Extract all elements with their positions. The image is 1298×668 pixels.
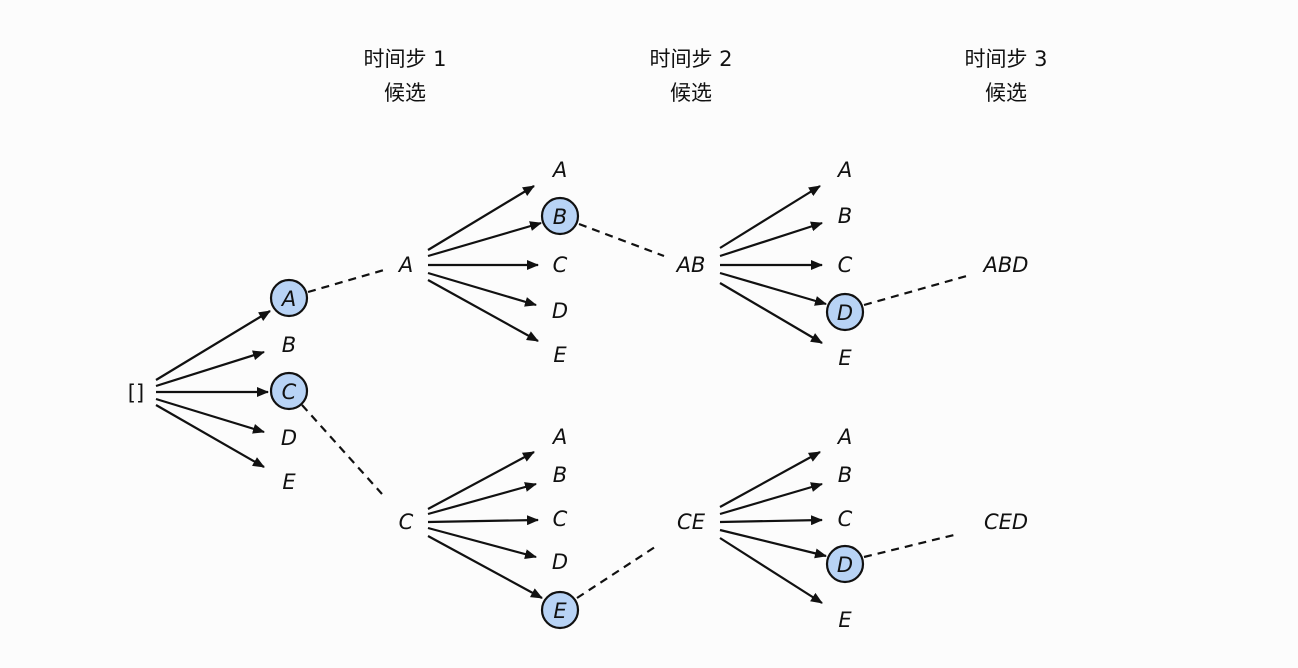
step-3-bottom-candidate-C: C bbox=[838, 507, 853, 531]
arrow-CE-to-D bbox=[719, 528, 827, 559]
arrow-root-to-D bbox=[155, 397, 265, 434]
step-2-prefix-A: A bbox=[397, 253, 413, 277]
step-3-top-candidate-E: E bbox=[838, 346, 852, 370]
step-2-bottom-candidate-D: D bbox=[552, 550, 568, 574]
step-3-prefix-AB: AB bbox=[675, 253, 706, 277]
arrow-C-to-E bbox=[427, 535, 543, 599]
arrow-root-to-E bbox=[155, 404, 265, 468]
arrow-C-to-B bbox=[427, 482, 537, 516]
step-1-candidate-A: A bbox=[280, 287, 296, 311]
step-2-bottom-candidate-A: A bbox=[551, 425, 567, 449]
arrow-CE-to-B bbox=[719, 482, 823, 516]
arrow-AB-to-E bbox=[719, 282, 823, 344]
arrow-C-to-A bbox=[427, 451, 535, 510]
header-step-2-line-1: 时间步 2 bbox=[649, 47, 732, 71]
step-3-top-candidate-A: A bbox=[836, 158, 852, 182]
step-3-bottom-arrows bbox=[719, 451, 827, 604]
arrow-A-to-B bbox=[427, 221, 542, 258]
arrow-C-to-C bbox=[427, 515, 539, 526]
step-2-top-candidate-C: C bbox=[553, 253, 568, 277]
step-3-bottom-candidate-B: B bbox=[838, 463, 852, 487]
arrow-A-to-A bbox=[427, 185, 535, 251]
header-step-3-line-2: 候选 bbox=[985, 81, 1027, 105]
arrow-CE-to-E bbox=[719, 537, 823, 604]
step-1-candidate-C: C bbox=[282, 380, 297, 404]
step-1-candidate-E: E bbox=[282, 470, 296, 494]
arrow-AB-to-A bbox=[719, 185, 821, 249]
step-1-selected-circle-A bbox=[269, 278, 309, 318]
arrow-CE-to-C bbox=[719, 515, 823, 526]
root-node-label: [] bbox=[128, 381, 144, 405]
step-2-bottom-arrows bbox=[427, 451, 543, 599]
step-2-top-arrows bbox=[427, 185, 542, 342]
step-3-selected-circle-bottom-D bbox=[825, 544, 865, 584]
step-2-bottom-candidate-B: B bbox=[553, 463, 567, 487]
step-2-bottom-candidate-E: E bbox=[553, 599, 567, 623]
step-3-top-candidate-C: C bbox=[838, 253, 853, 277]
dash-D-to-result-ABD bbox=[863, 273, 971, 307]
step-1-arrows bbox=[155, 310, 271, 468]
step-3-bottom-candidate-E: E bbox=[838, 608, 852, 632]
step-3-bottom-candidate-D: D bbox=[837, 553, 853, 577]
arrow-A-to-D bbox=[427, 271, 537, 307]
dash-E-to-prefix-CE bbox=[576, 544, 659, 599]
step-1-candidate-B: B bbox=[282, 333, 296, 357]
step-2-bottom-candidate-C: C bbox=[553, 507, 568, 531]
arrow-A-to-E bbox=[427, 279, 539, 342]
dash-C-to-prefix-C bbox=[301, 404, 383, 495]
dash-D-to-result-CED bbox=[863, 532, 959, 559]
step-2-top-candidate-A: A bbox=[551, 158, 567, 182]
step-1-selected-circle-C bbox=[269, 371, 309, 411]
step-2-selected-circle-B bbox=[540, 196, 580, 236]
dash-B-to-prefix-AB bbox=[578, 222, 665, 258]
arrow-CE-to-A bbox=[719, 451, 821, 508]
header-step-1-line-1: 时间步 1 bbox=[363, 47, 446, 71]
step-2-top-candidate-E: E bbox=[553, 343, 567, 367]
step-3-top-arrows bbox=[719, 185, 827, 344]
arrow-AB-to-D bbox=[719, 271, 827, 306]
step-3-selected-circle-top-D bbox=[825, 292, 865, 332]
step-2-top-candidate-D: D bbox=[552, 299, 568, 323]
header-step-2-line-2: 候选 bbox=[670, 81, 712, 105]
result-sequence-CED: CED bbox=[984, 510, 1028, 534]
arrow-AB-to-B bbox=[719, 221, 823, 258]
arrow-C-to-D bbox=[427, 526, 537, 559]
arrow-root-to-A bbox=[155, 310, 271, 381]
arrow-root-to-B bbox=[155, 350, 265, 388]
dash-A-to-prefix-A bbox=[307, 268, 385, 294]
step-3-top-candidate-D: D bbox=[837, 301, 853, 325]
step-3-bottom-candidate-A: A bbox=[836, 425, 852, 449]
step-3-prefix-CE: CE bbox=[677, 510, 706, 534]
result-sequence-ABD: ABD bbox=[982, 253, 1029, 277]
step-3-top-candidate-B: B bbox=[838, 204, 852, 228]
step-1-candidate-D: D bbox=[281, 426, 297, 450]
step-2-prefix-C: C bbox=[399, 510, 414, 534]
step-2-top-candidate-B: B bbox=[553, 205, 567, 229]
header-step-1-line-2: 候选 bbox=[384, 81, 426, 105]
header-step-3-line-1: 时间步 3 bbox=[964, 47, 1047, 71]
step-2-selected-circle-E bbox=[540, 590, 580, 630]
